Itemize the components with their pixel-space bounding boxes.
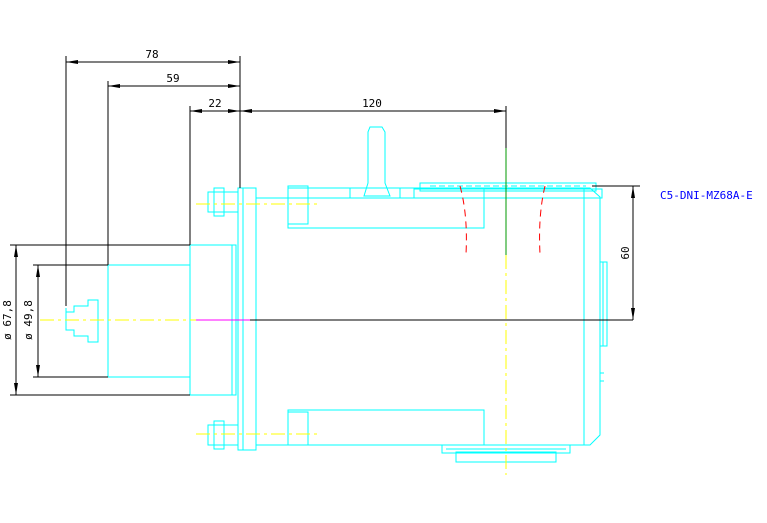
small-cylinder (107, 264, 191, 378)
top-lever (363, 126, 391, 197)
dim-22-label: 22 (208, 97, 221, 110)
part-number-label: C5-DNI-MZ68A-E (660, 189, 753, 202)
dim-120-label: 120 (362, 97, 382, 110)
dim-60-label: 60 (619, 246, 632, 259)
center-lines (40, 203, 507, 475)
part-outline (65, 126, 608, 463)
bottom-foot (441, 444, 571, 454)
dim-dia-67-8-label: ø 67,8 (1, 300, 14, 340)
bolt-bottom (207, 424, 239, 446)
hidden-lines (459, 185, 546, 255)
dim-dia-49-8-label: ø 49,8 (22, 300, 35, 340)
dim-78-label: 78 (145, 48, 158, 61)
main-body (255, 187, 601, 446)
bolt-top (207, 191, 239, 213)
top-connector (419, 182, 597, 192)
dim-59-label: 59 (166, 72, 179, 85)
dimension-lines (10, 56, 640, 396)
pocket-top (287, 187, 485, 229)
pocket-bottom (287, 409, 485, 446)
front-spigot (65, 299, 99, 343)
mounting-flange (237, 187, 257, 451)
